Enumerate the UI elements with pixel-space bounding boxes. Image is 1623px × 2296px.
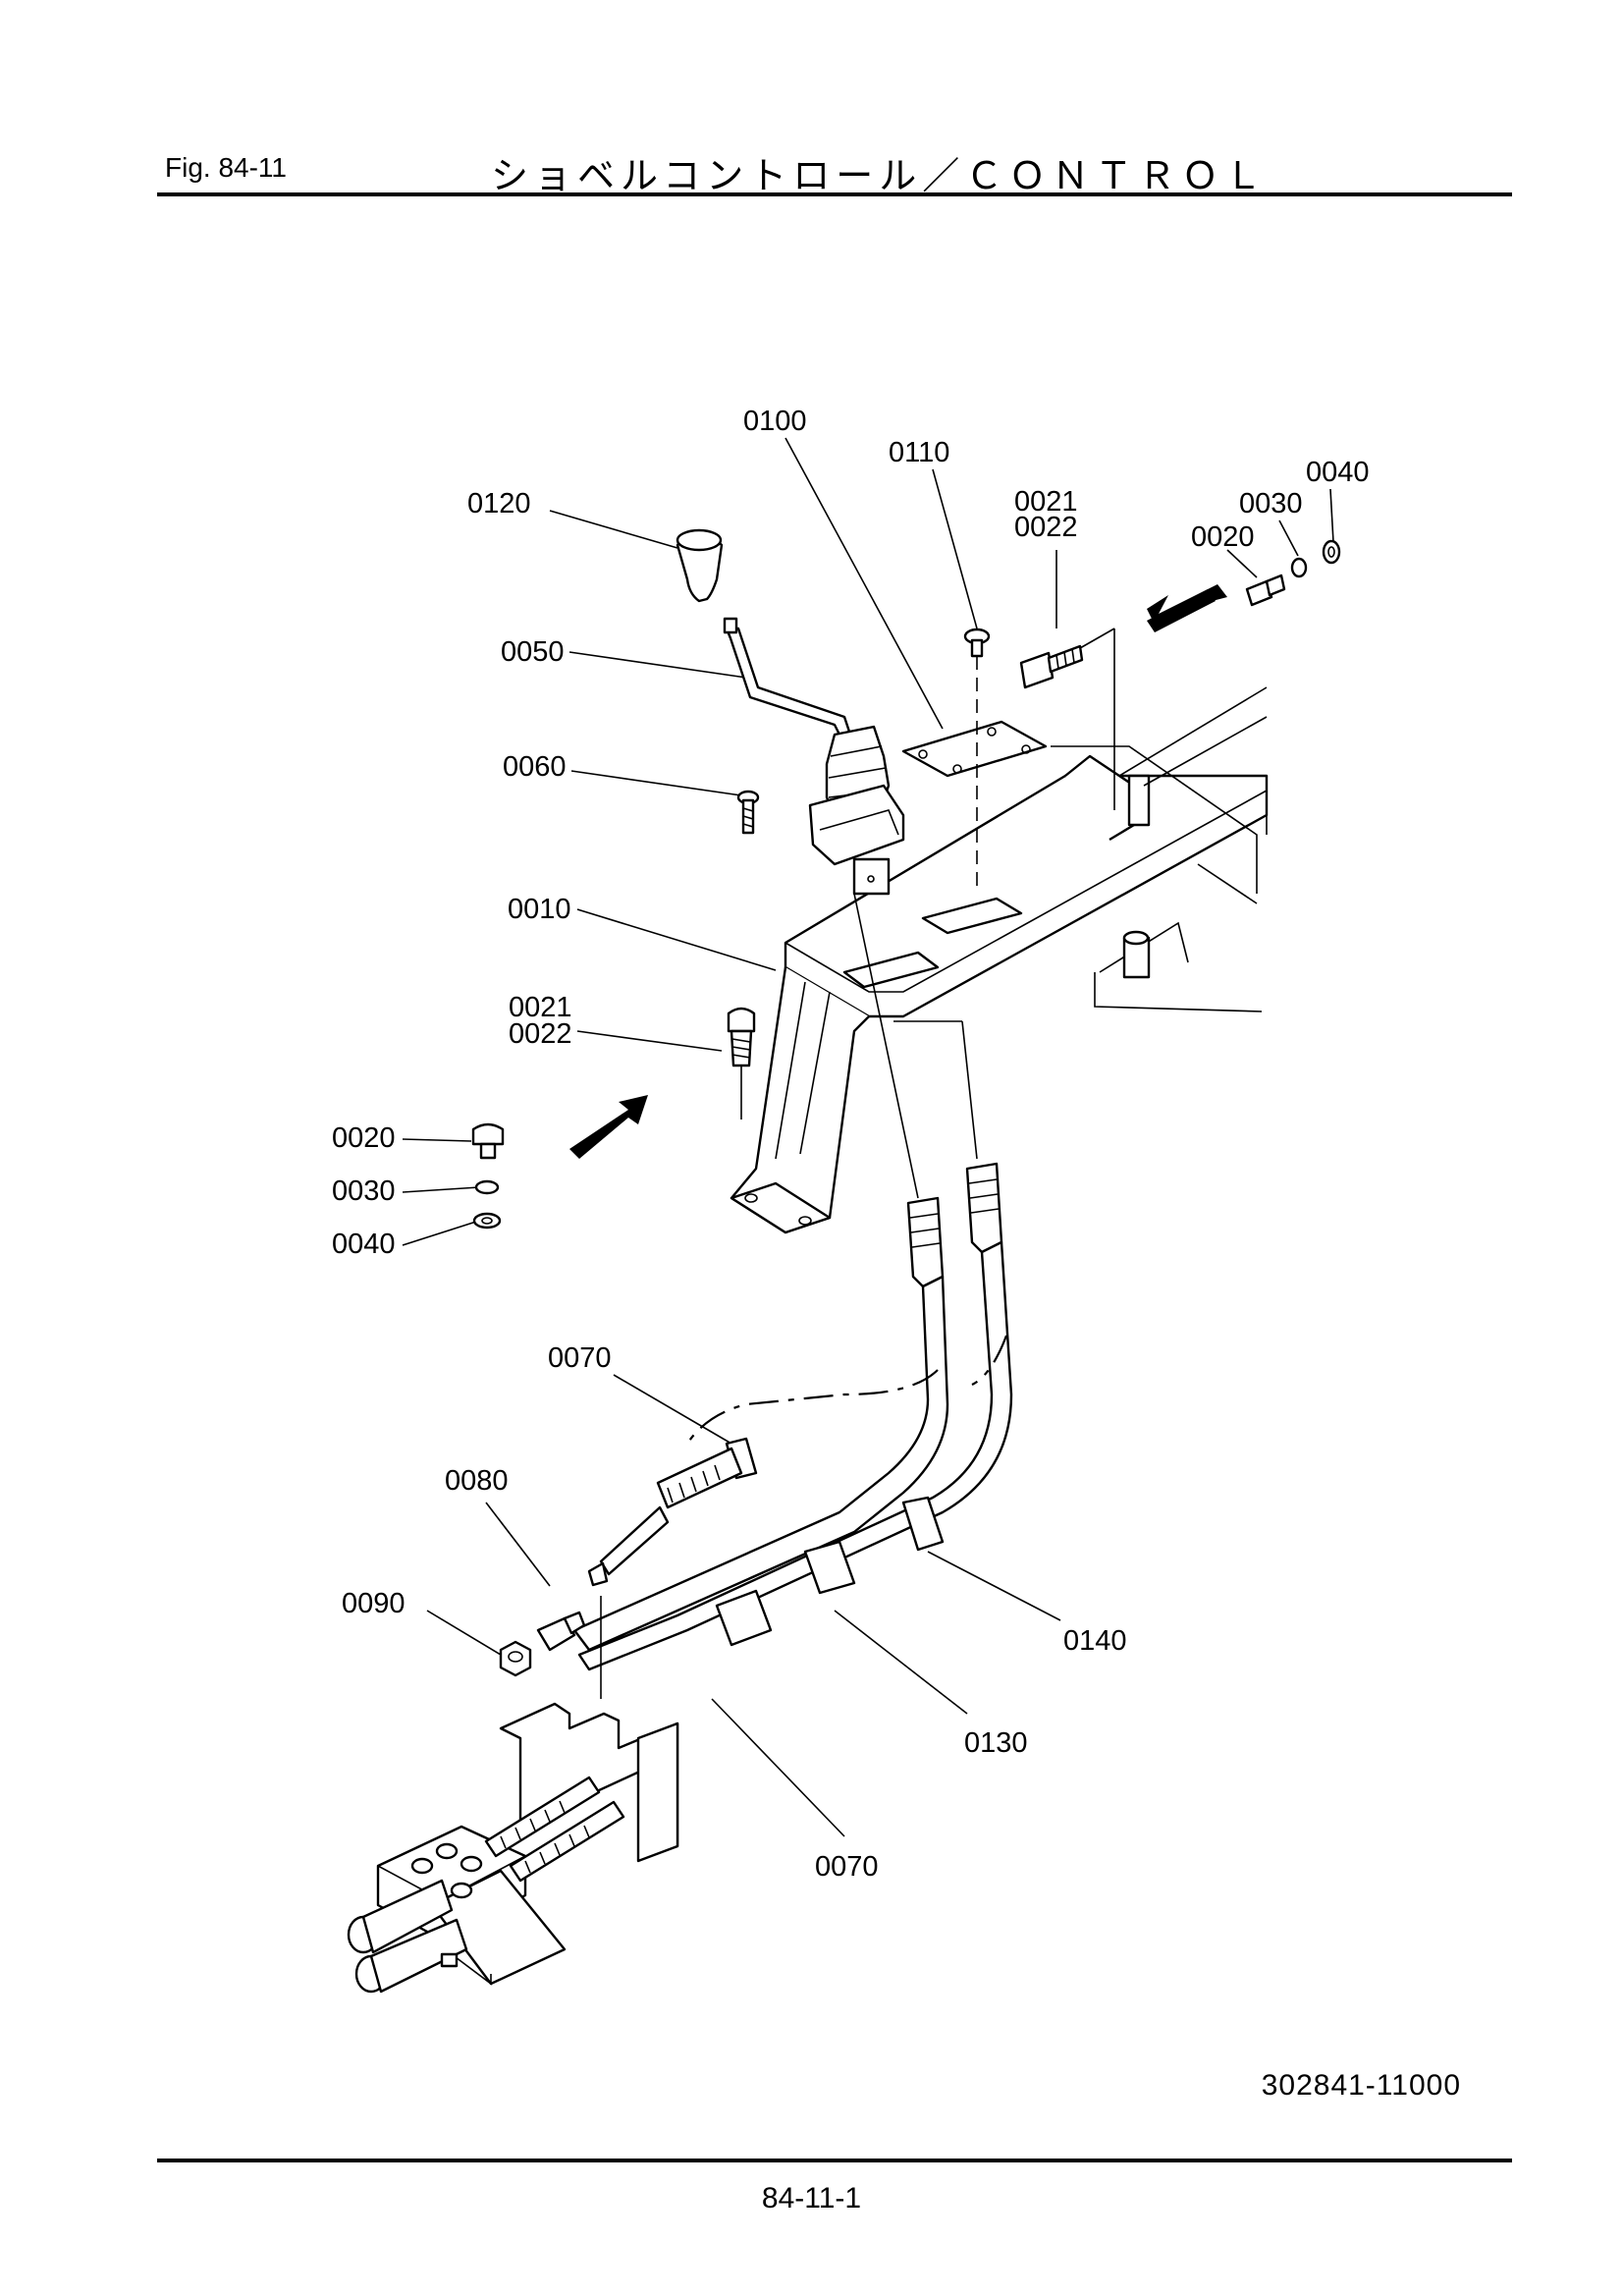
- callout-0080: 0080: [445, 1465, 509, 1497]
- valve-block: [347, 1702, 679, 1994]
- control-valve: [808, 725, 905, 896]
- callout-0140: 0140: [1063, 1625, 1127, 1657]
- cover-plate: [901, 656, 1048, 889]
- callout-0021-mid: 0021: [509, 992, 572, 1023]
- callout-0090: 0090: [342, 1588, 406, 1619]
- arrow-left: [569, 1095, 648, 1159]
- callout-0020-top: 0020: [1191, 521, 1255, 553]
- bolt-washers-top: [1245, 539, 1341, 607]
- bolt-washers-left: [471, 1122, 505, 1230]
- callout-0110: 0110: [889, 437, 949, 468]
- drawing-number: 302841-11000: [1261, 2069, 1461, 2102]
- screw-0110: [963, 628, 991, 658]
- mounting-stand: [730, 686, 1269, 1234]
- callout-0030-left: 0030: [332, 1175, 396, 1207]
- callout-0022-top: 0022: [1014, 512, 1078, 543]
- control-cables: [572, 893, 1013, 1699]
- bolt-top: [1019, 628, 1115, 810]
- nut-0090: [499, 1640, 532, 1677]
- callout-0060: 0060: [503, 751, 567, 783]
- callout-0040-top: 0040: [1306, 457, 1370, 488]
- callout-0100: 0100: [743, 406, 807, 437]
- footer-rule: [157, 2159, 1512, 2162]
- screw-0060: [736, 790, 760, 835]
- fitting-0080: [536, 1611, 586, 1652]
- callout-0050: 0050: [501, 636, 565, 668]
- callout-0010: 0010: [508, 894, 571, 925]
- callout-0040-left: 0040: [332, 1229, 396, 1260]
- callout-0120: 0120: [467, 488, 531, 519]
- knob: [676, 528, 724, 603]
- callout-0030-top: 0030: [1239, 488, 1303, 519]
- callout-0070-bot: 0070: [815, 1851, 879, 1883]
- callout-0020-left: 0020: [332, 1122, 396, 1154]
- callout-0130: 0130: [964, 1727, 1028, 1759]
- figure-title: ショベルコントロール／ＣＯＮＴＲＯＬ: [491, 154, 1269, 197]
- header-rule: [157, 192, 1512, 196]
- callout-0070-top: 0070: [548, 1342, 612, 1374]
- figure-number: Fig. 84-11: [165, 152, 287, 183]
- callout-0022-mid: 0022: [509, 1018, 572, 1050]
- page-number: 84-11-1: [761, 2182, 862, 2214]
- leader-lines: [402, 437, 1334, 1837]
- bolt-mid: [727, 1007, 756, 1120]
- arrow-top: [1147, 584, 1227, 632]
- callout-0021-top: 0021: [1014, 486, 1078, 518]
